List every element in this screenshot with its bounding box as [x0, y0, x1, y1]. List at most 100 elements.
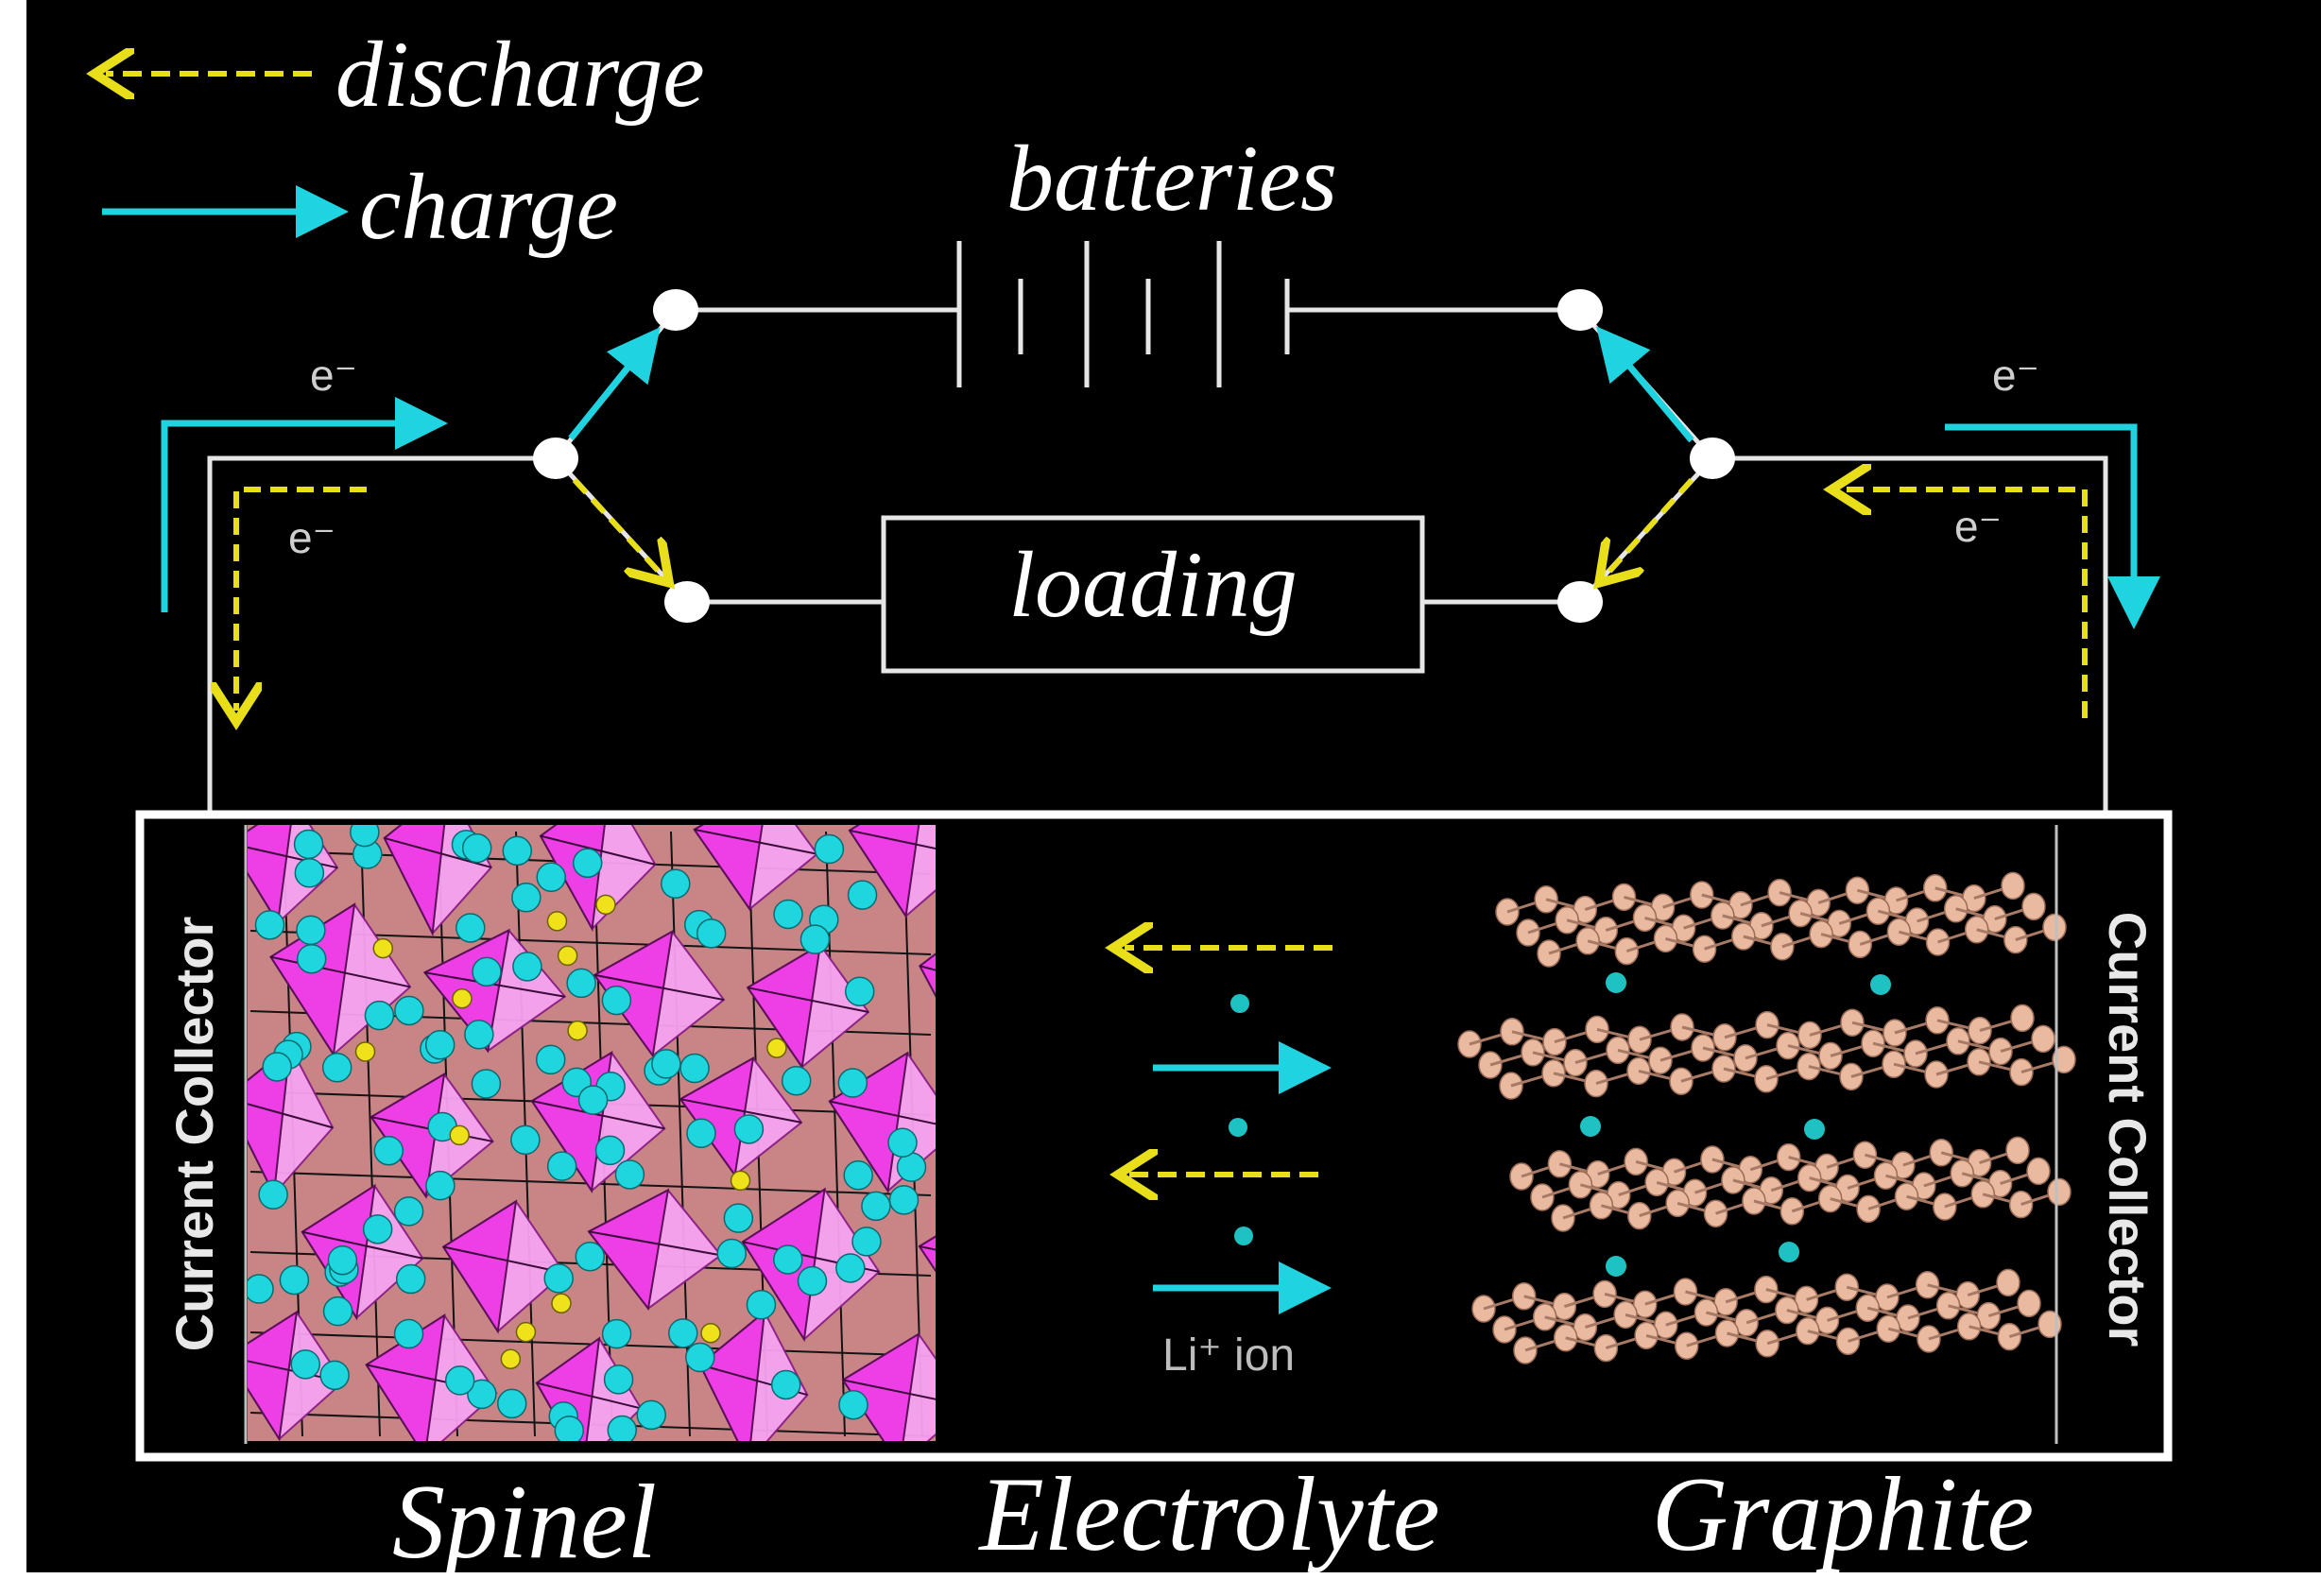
octahedron-edge: [248, 1103, 334, 1129]
carbon-atom: [2001, 871, 2025, 901]
oxygen-atom: [425, 1170, 456, 1201]
oxygen-atom: [686, 1118, 716, 1149]
octahedron-face: [848, 825, 920, 919]
oxygen-atom: [393, 1318, 424, 1349]
carbon-atom: [2010, 1004, 2035, 1033]
intercalated-li-ion: [1606, 1256, 1626, 1277]
carbon-atom: [2021, 892, 2046, 921]
discharge-arrow-left-branch: [572, 477, 662, 575]
octahedron-edge: [540, 834, 656, 866]
lithium-site: [766, 1038, 787, 1058]
oxygen-atom: [685, 1342, 715, 1373]
oxygen-atom: [651, 1049, 681, 1079]
lithium-site: [500, 1348, 522, 1369]
oxygen-atom: [472, 956, 502, 987]
oxygen-atom: [294, 858, 325, 888]
lithium-site: [515, 1321, 537, 1343]
oxygen-atom: [607, 1415, 638, 1441]
load-box: [881, 515, 1425, 674]
lithium-site: [449, 1124, 470, 1146]
oxygen-atom: [456, 913, 486, 943]
oxygen-atom: [254, 910, 285, 940]
oxygen-atom: [601, 1318, 632, 1349]
oxygen-atom: [296, 915, 326, 946]
lithium-site: [372, 937, 394, 959]
oxygen-atom: [258, 1179, 288, 1210]
li-ion-dot: [1230, 994, 1249, 1013]
intercalated-li-ion: [1779, 1242, 1799, 1262]
electron-label-right-bottom: e⁻: [1954, 502, 2002, 551]
discharge-legend-label: discharge: [335, 22, 705, 127]
lithium-site: [551, 1293, 572, 1313]
carbon-atom: [2031, 1024, 2055, 1054]
oxygen-atom: [510, 1124, 541, 1156]
oxygen-atom: [716, 1238, 748, 1269]
oxygen-atom: [554, 1416, 585, 1441]
lithium-site: [595, 894, 616, 916]
octahedron-face: [698, 1310, 766, 1441]
lithium-site: [354, 1041, 376, 1062]
oxygen-atom: [444, 1365, 475, 1396]
oxygen-atom: [851, 1227, 882, 1257]
spinel-atoms: [248, 825, 927, 1441]
oxygen-atom: [467, 1379, 497, 1410]
carbon-atom: [2005, 1136, 2030, 1165]
oxygen-atom: [502, 835, 533, 867]
octahedron-face: [587, 1188, 670, 1312]
graphene-layer: [1509, 1136, 2072, 1232]
electron-labels: e⁻ e⁻ e⁻ e⁻: [288, 351, 2039, 562]
oxygen-atom: [512, 952, 542, 982]
oxygen-atom: [394, 995, 424, 1026]
intercalated-li-ion: [1606, 972, 1626, 993]
oxygen-atom: [293, 829, 324, 860]
discharge-arrow-right-external: [1843, 489, 2088, 718]
oxygen-atom: [364, 1000, 395, 1031]
oxygen-atom: [393, 1196, 424, 1227]
octahedron-edge: [424, 971, 565, 998]
oxygen-atom: [321, 1053, 352, 1083]
carbon-atom: [2017, 1289, 2041, 1318]
octahedron-face: [441, 1199, 518, 1334]
node-load-right: [1557, 581, 1603, 623]
oxygen-atom: [536, 862, 566, 893]
octahedron-face: [919, 952, 936, 998]
electrolyte-caption: Electrolyte: [977, 1456, 1439, 1573]
oxygen-atom: [424, 1029, 456, 1060]
oxygen-atom: [322, 1296, 353, 1327]
oxygen-atom: [575, 1242, 606, 1272]
lithium-site: [730, 1170, 751, 1192]
oxygen-atom: [572, 848, 603, 879]
intercalated-li-ion: [1580, 1116, 1601, 1137]
oxygen-atom: [887, 1127, 918, 1158]
oxygen-atom: [496, 1388, 527, 1419]
oxygen-atom: [770, 1369, 801, 1400]
octahedron-edge: [588, 1230, 721, 1257]
graphene-layer: [1471, 1268, 2062, 1364]
octahedron-face: [918, 1235, 936, 1273]
node-battery-left: [653, 289, 698, 331]
lithium-site: [452, 987, 473, 1009]
oxygen-atom: [290, 1349, 320, 1380]
octahedron-face: [593, 930, 674, 1058]
oxygen-atom: [733, 1114, 765, 1144]
oxygen-atom: [279, 1264, 310, 1296]
octahedron-edge: [679, 1098, 802, 1124]
legend: discharge charge: [102, 22, 705, 259]
electron-label-left-top: e⁻: [310, 351, 357, 400]
carbon-atom: [2047, 1177, 2072, 1207]
oxygen-atom: [327, 1244, 358, 1276]
oxygen-atom: [773, 899, 803, 930]
oxygen-atom: [797, 1265, 828, 1296]
graphite-caption: Graphite: [1652, 1456, 2034, 1573]
oxygen-atom: [679, 1053, 710, 1084]
charge-flow-arrows: [161, 326, 2160, 629]
lithium-site: [546, 911, 568, 932]
oxygen-atom: [781, 1065, 812, 1096]
node-load-left: [664, 581, 710, 623]
oxygen-atom: [471, 1069, 502, 1099]
oxygen-atom: [843, 1160, 873, 1191]
carbon-atom: [2026, 1157, 2051, 1186]
battery-symbol: [956, 241, 1290, 387]
